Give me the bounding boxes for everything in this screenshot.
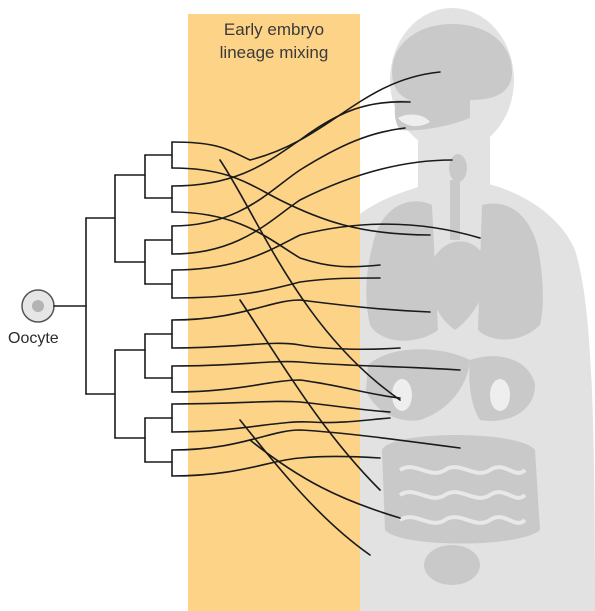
thyroid-organ [449,154,467,182]
lineage-tree [54,142,172,476]
band-title: Early embryo lineage mixing [188,18,360,64]
organs [366,24,543,585]
cell-icon [22,290,54,322]
bladder-organ [424,545,480,585]
band-title-line1: Early embryo [188,18,360,41]
lineage-mixing-band [188,14,360,611]
oocyte-label: Oocyte [8,330,59,348]
kidney-organ [392,379,412,411]
band-title-line2: lineage mixing [188,41,360,64]
intestines-organ [382,435,540,544]
spleen-organ [490,379,510,411]
